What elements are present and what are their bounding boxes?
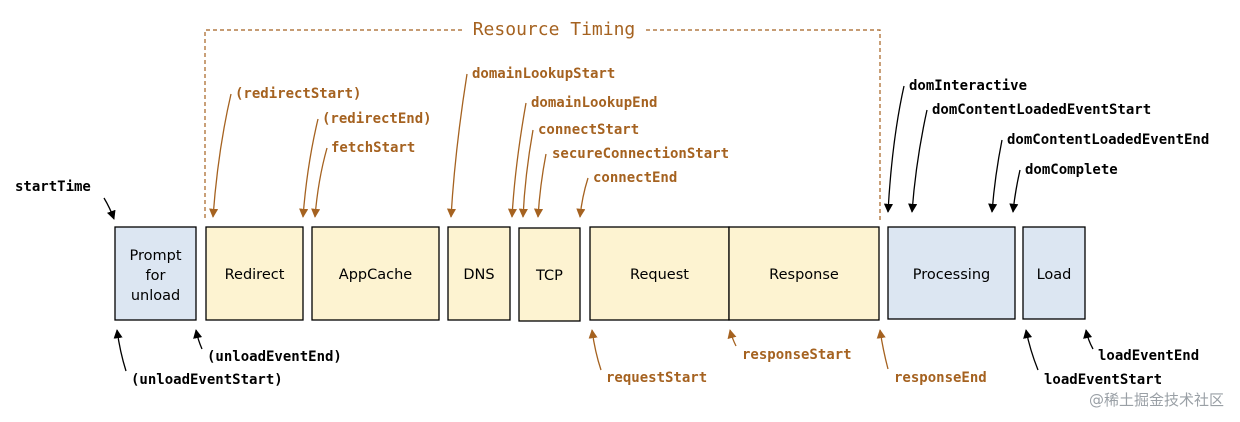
phase-prompt-label-1: Prompt xyxy=(129,248,181,264)
marker-dom-interactive: domInteractive xyxy=(883,78,1027,213)
marker-connect-end: connectEnd xyxy=(576,170,677,218)
phase-processing-label: Processing xyxy=(913,267,990,283)
marker-redirect-end: (redirectEnd) xyxy=(299,111,432,218)
marker-load-event-end: loadEventEnd xyxy=(1083,329,1199,364)
marker-dom-complete: domComplete xyxy=(1009,162,1118,213)
marker-response-start-label: responseStart xyxy=(742,347,852,363)
marker-fetch-start-label: fetchStart xyxy=(331,140,415,156)
marker-response-start: responseStart xyxy=(727,329,852,363)
marker-domain-lookup-end: domainLookupEnd xyxy=(507,95,657,218)
marker-redirect-start-label: (redirectStart) xyxy=(235,86,361,102)
marker-redirect-end-label: (redirectEnd) xyxy=(322,111,432,127)
marker-load-event-start-label: loadEventStart xyxy=(1044,372,1162,388)
marker-start-time-label: startTime xyxy=(15,179,91,195)
marker-dom-content-loaded-event-start: domContentLoadedEventStart xyxy=(908,102,1151,213)
marker-domain-lookup-start-label: domainLookupStart xyxy=(472,66,615,82)
marker-load-event-start: loadEventStart xyxy=(1023,329,1162,388)
marker-unload-event-end-label: (unloadEventEnd) xyxy=(207,349,342,365)
marker-response-end: responseEnd xyxy=(876,329,987,386)
marker-dom-interactive-label: domInteractive xyxy=(909,78,1027,94)
marker-connect-end-label: connectEnd xyxy=(593,170,677,186)
phase-response: Response xyxy=(728,226,880,321)
marker-dom-content-loaded-event-end: domContentLoadedEventEnd xyxy=(988,132,1209,213)
phase-dns: DNS xyxy=(447,226,511,321)
marker-unload-event-start: (unloadEventStart) xyxy=(113,329,283,388)
phase-redirect-label: Redirect xyxy=(225,267,285,283)
marker-unload-event-start-label: (unloadEventStart) xyxy=(131,372,283,388)
phase-prompt-for-unload: Prompt for unload xyxy=(114,226,197,321)
marker-request-start: requestStart xyxy=(588,329,707,386)
marker-fetch-start: fetchStart xyxy=(311,140,415,218)
phase-appcache: AppCache xyxy=(311,226,440,321)
resource-timing-bracket: Resource Timing xyxy=(204,19,881,220)
marker-unload-event-end: (unloadEventEnd) xyxy=(193,329,342,365)
phase-tcp: TCP xyxy=(518,227,581,322)
marker-domain-lookup-start: domainLookupStart xyxy=(446,66,615,218)
marker-load-event-end-label: loadEventEnd xyxy=(1098,348,1199,364)
phase-tcp-label: TCP xyxy=(535,268,563,284)
marker-secure-connection-start-label: secureConnectionStart xyxy=(552,146,729,162)
marker-connect-start: connectStart xyxy=(518,122,639,218)
phase-load-label: Load xyxy=(1037,267,1072,283)
phase-appcache-label: AppCache xyxy=(339,267,412,283)
phase-load: Load xyxy=(1022,226,1086,320)
resource-timing-label: Resource Timing xyxy=(473,19,636,40)
phase-redirect: Redirect xyxy=(205,226,304,321)
phase-request-label: Request xyxy=(630,267,689,283)
phase-dns-label: DNS xyxy=(463,267,494,283)
phase-prompt-label-2: for xyxy=(146,268,166,284)
marker-secure-connection-start: secureConnectionStart xyxy=(533,146,729,218)
marker-connect-start-label: connectStart xyxy=(538,122,639,138)
watermark: @稀土掘金技术社区 xyxy=(1089,391,1224,409)
phase-prompt-label-3: unload xyxy=(131,288,180,304)
marker-dom-content-loaded-event-start-label: domContentLoadedEventStart xyxy=(932,102,1151,118)
marker-request-start-label: requestStart xyxy=(606,370,707,386)
marker-dom-content-loaded-event-end-label: domContentLoadedEventEnd xyxy=(1007,132,1209,148)
phase-request: Request xyxy=(589,226,730,321)
marker-dom-complete-label: domComplete xyxy=(1025,162,1118,178)
marker-domain-lookup-end-label: domainLookupEnd xyxy=(531,95,657,111)
marker-start-time: startTime xyxy=(15,179,116,220)
marker-response-end-label: responseEnd xyxy=(894,370,987,386)
phase-processing: Processing xyxy=(887,226,1016,320)
phase-response-label: Response xyxy=(769,267,839,283)
marker-redirect-start: (redirectStart) xyxy=(209,86,361,218)
